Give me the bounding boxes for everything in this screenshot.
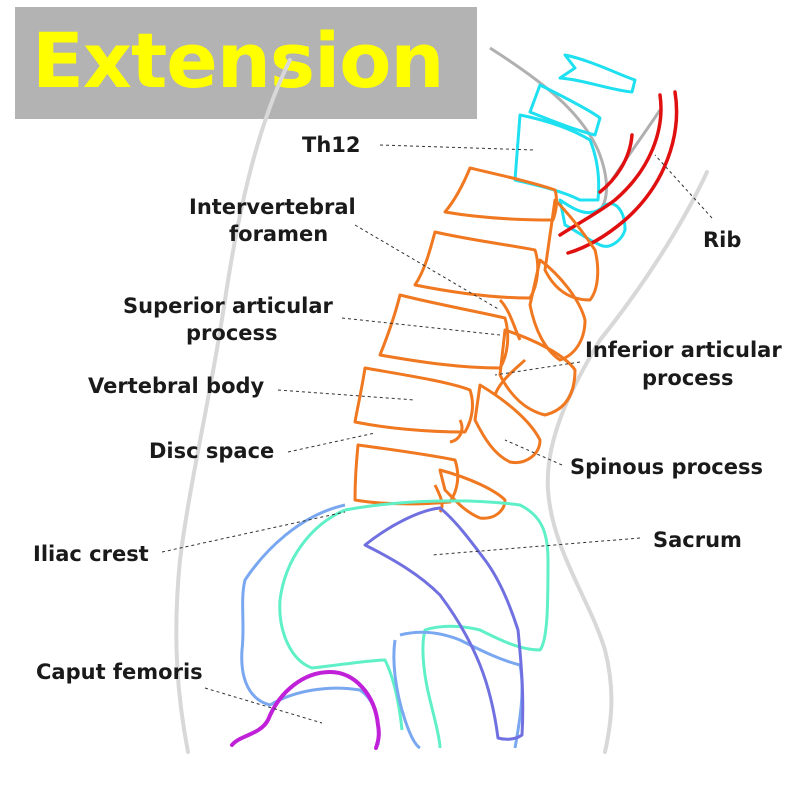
labels: Th12 Intervertebral foramen Superior art… xyxy=(33,133,782,684)
label-intervertebral-2: foramen xyxy=(229,222,328,246)
leader-inferior xyxy=(494,361,581,376)
ilium-outer xyxy=(240,503,524,750)
body-outline xyxy=(174,58,709,754)
leader-caput xyxy=(204,687,323,724)
label-spinous-process: Spinous process xyxy=(570,455,763,479)
skin-line xyxy=(489,46,608,211)
l5-process xyxy=(438,468,507,520)
sacrum-outline xyxy=(363,506,525,741)
leader-th12 xyxy=(379,144,536,151)
leader-disc-space xyxy=(287,432,376,453)
l3-process xyxy=(498,328,577,417)
label-inferior-2: process xyxy=(642,366,734,390)
body-outline-back xyxy=(545,170,709,754)
lumbar-vertebrae xyxy=(353,166,600,520)
th11-body xyxy=(528,83,602,137)
leader-rib xyxy=(654,154,713,219)
body-outline-front xyxy=(174,58,292,754)
l2-body xyxy=(413,230,540,300)
l1-process xyxy=(543,198,600,302)
label-disc-space: Disc space xyxy=(149,439,274,463)
l4-body xyxy=(353,366,474,434)
label-intervertebral-1: Intervertebral xyxy=(189,195,356,219)
l2-process xyxy=(528,258,587,362)
facet-joints xyxy=(433,298,527,513)
label-caput-femoris: Caput femoris xyxy=(36,660,203,684)
femoral-head xyxy=(230,669,381,750)
iliac-crest-line xyxy=(344,499,550,749)
leader-iliac-crest xyxy=(161,511,346,553)
leader-vertebral-body xyxy=(277,389,416,401)
label-superior-2: process xyxy=(186,321,278,345)
leader-superior xyxy=(341,317,501,336)
rib-3 xyxy=(598,133,634,194)
leader-sacrum xyxy=(431,537,641,556)
label-rib: Rib xyxy=(703,228,741,252)
iliac-front xyxy=(278,508,404,731)
sacrum-bone xyxy=(363,506,525,741)
th11-vertebra xyxy=(558,53,637,94)
label-inferior-1: Inferior articular xyxy=(585,338,782,362)
ischium xyxy=(399,630,524,749)
label-sacrum: Sacrum xyxy=(653,528,742,552)
label-superior-1: Superior articular xyxy=(123,294,334,318)
l4-process xyxy=(473,383,542,465)
thoracic-vertebrae xyxy=(513,53,637,248)
l3-body xyxy=(378,293,510,370)
leader-intervertebral xyxy=(354,224,501,311)
l1-body xyxy=(443,166,558,222)
th12-process xyxy=(558,198,627,248)
iliac-bone xyxy=(278,499,550,749)
title-banner: Extension xyxy=(15,7,477,119)
page-title: Extension xyxy=(32,16,445,105)
leader-lines xyxy=(161,144,713,724)
rib-2 xyxy=(566,90,679,255)
pubis xyxy=(392,639,421,750)
label-th12: Th12 xyxy=(302,133,361,157)
leader-spinous xyxy=(504,439,563,466)
label-iliac-crest: Iliac crest xyxy=(33,542,149,566)
ilium-outline xyxy=(240,503,380,746)
label-vertebral-body: Vertebral body xyxy=(88,374,265,398)
